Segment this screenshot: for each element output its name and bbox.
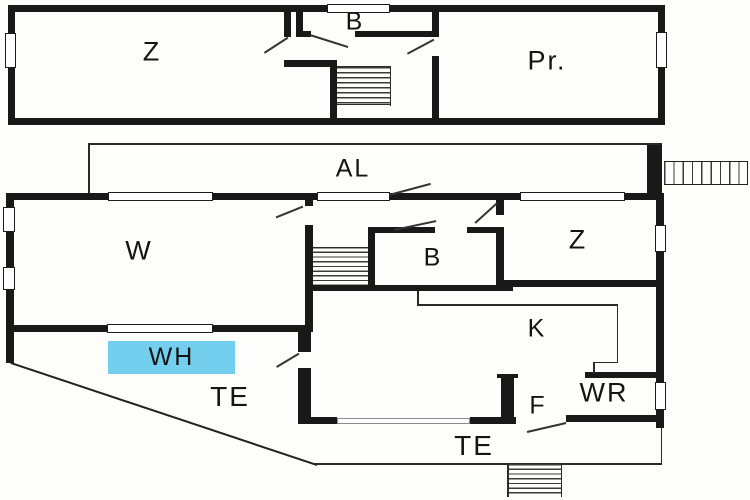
window [656, 32, 667, 68]
wall [432, 56, 439, 118]
wall [298, 325, 311, 352]
window [327, 4, 390, 13]
window [108, 192, 213, 201]
room-label-f: F [529, 391, 547, 420]
room-label-k: K [527, 314, 547, 343]
room-label-pr: Pr. [527, 45, 567, 76]
staircase-edge [337, 103, 391, 105]
staircase-edge [313, 246, 368, 248]
staircase-edge [337, 66, 390, 68]
room-label-al: AL [335, 154, 371, 183]
wall [432, 5, 439, 37]
balcony-edge [88, 143, 662, 145]
wall [296, 5, 303, 33]
balcony-edge [88, 143, 90, 193]
staircase-edge [389, 66, 391, 106]
exterior-staircase-icon [664, 161, 748, 185]
staircase-icon [313, 247, 368, 285]
room-label-z-upper: Z [142, 36, 162, 67]
wall [585, 372, 664, 378]
wall [647, 145, 662, 193]
terrace-glass-door [337, 418, 470, 424]
kitchen-counter-line [593, 361, 618, 363]
wall [298, 368, 311, 417]
window [520, 192, 625, 201]
room-label-b-upper: B [345, 7, 365, 36]
wall [496, 227, 504, 291]
room-label-wr: WR [579, 377, 629, 408]
wall [566, 415, 664, 422]
terrace-edge [313, 463, 662, 465]
wall [298, 417, 337, 424]
window [317, 192, 390, 201]
wall [355, 31, 439, 37]
wall [284, 60, 337, 67]
wall [284, 5, 291, 37]
terrace-diagonal-edge [10, 362, 318, 467]
window [3, 207, 15, 232]
wall [305, 285, 513, 291]
terrace-edge [660, 428, 663, 464]
wall [501, 374, 514, 421]
door-swing [474, 203, 497, 224]
wall [305, 200, 313, 206]
room-label-wh: WH [148, 343, 195, 371]
wall [330, 60, 337, 125]
kitchen-counter-line [417, 304, 618, 306]
window [5, 33, 16, 68]
door-swing [275, 205, 304, 218]
room-wh-highlight[interactable]: WH [108, 341, 235, 374]
kitchen-counter-line [593, 361, 595, 374]
door-swing [526, 422, 567, 433]
window [655, 382, 666, 410]
wall [368, 227, 435, 233]
wall [496, 200, 504, 215]
staircase-edge [507, 464, 509, 497]
kitchen-counter-line [417, 291, 419, 305]
wall [368, 227, 375, 291]
wall [305, 225, 313, 332]
kitchen-counter-line [616, 304, 618, 363]
exterior-staircase-icon [507, 464, 562, 497]
wall [497, 374, 518, 378]
window [655, 225, 666, 252]
room-label-z-lower: Z [568, 224, 588, 255]
door-swing [276, 353, 300, 368]
wall [296, 31, 311, 37]
wall [470, 417, 516, 424]
wall [656, 193, 664, 428]
wall [467, 227, 504, 233]
wall [504, 280, 664, 287]
staircase-edge [560, 464, 563, 497]
room-label-te-inner: TE [210, 381, 250, 412]
staircase-icon [337, 67, 390, 105]
window [3, 267, 15, 290]
window [107, 324, 213, 333]
room-label-te-south: TE [454, 430, 494, 461]
room-label-w: W [125, 235, 153, 266]
room-label-b-lower: B [423, 243, 443, 272]
